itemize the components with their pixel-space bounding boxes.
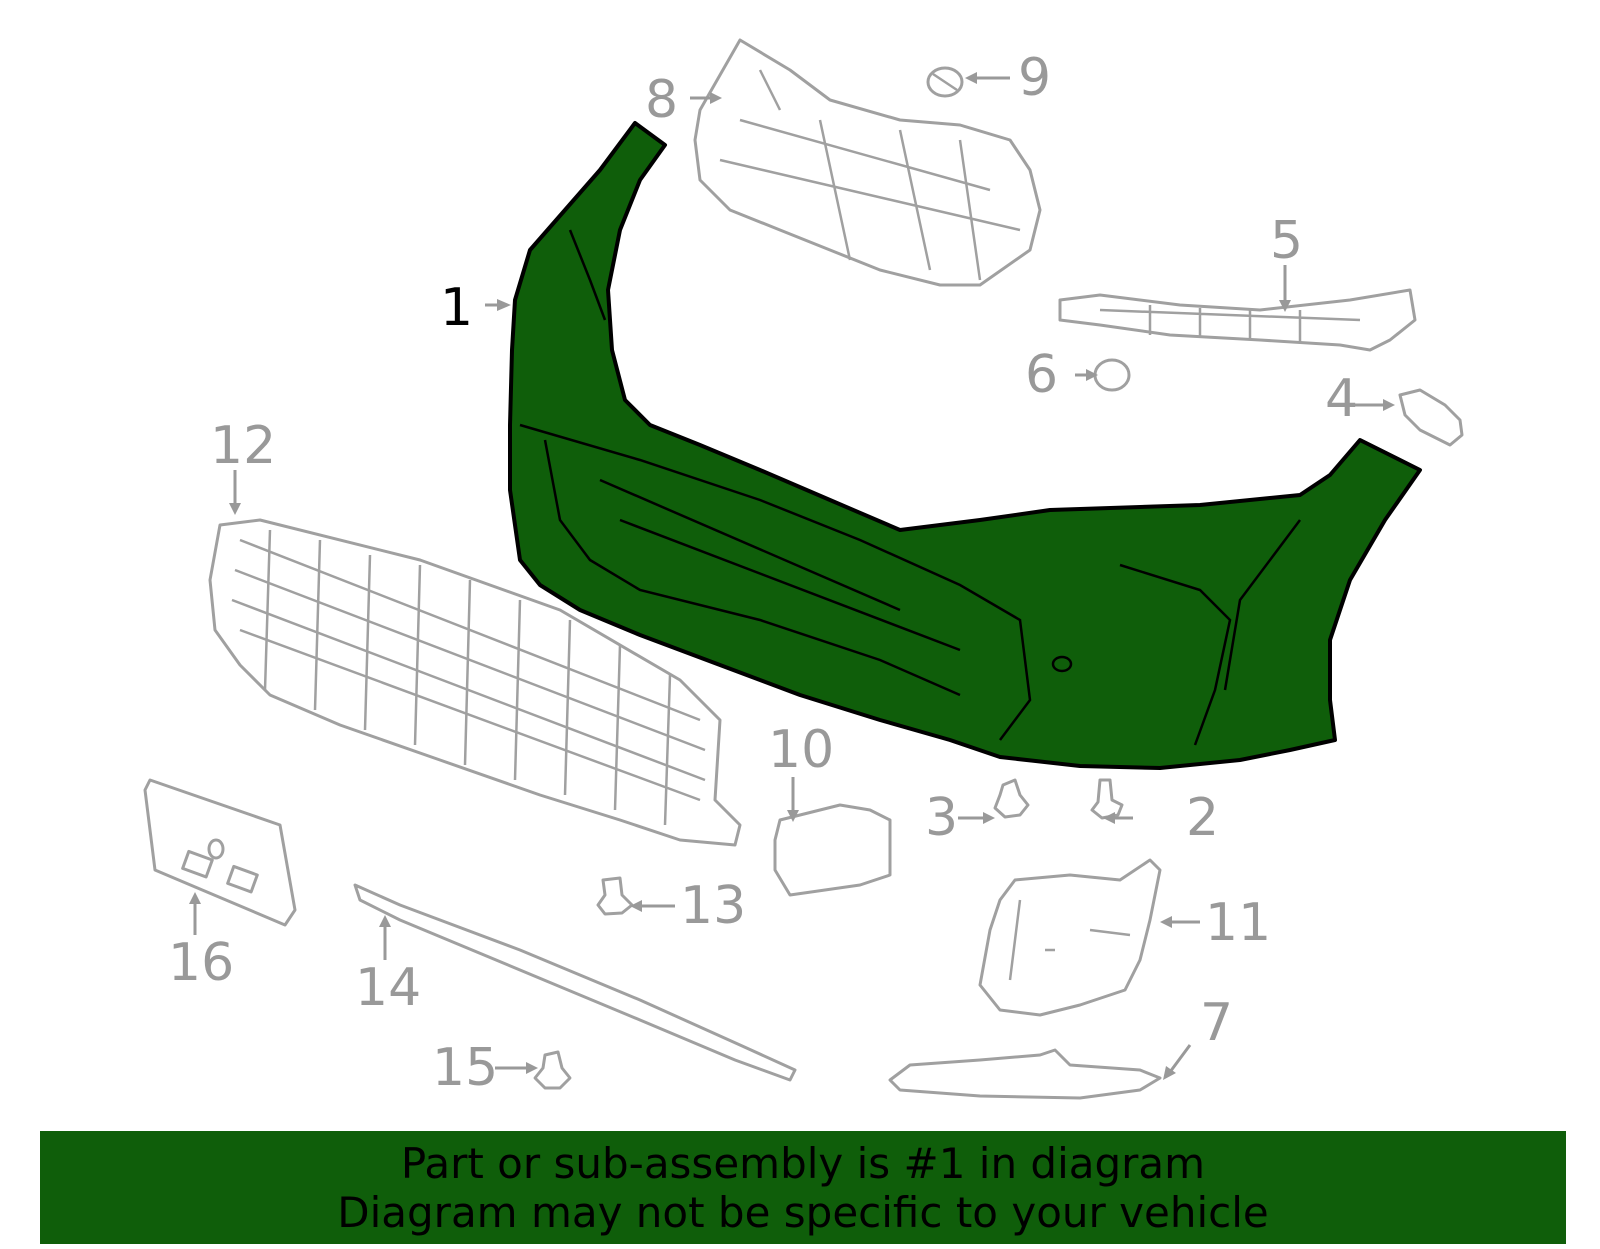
part-11-fog-bracket[interactable] — [978, 858, 1162, 1017]
callout-12: 12 — [210, 416, 276, 476]
callout-14: 14 — [355, 958, 421, 1018]
callout-9: 9 — [1018, 48, 1051, 108]
callout-2: 2 — [1186, 788, 1219, 848]
part-2-bolt[interactable] — [1090, 778, 1124, 820]
banner-line-1: Part or sub-assembly is #1 in diagram — [400, 1139, 1206, 1188]
callout-3: 3 — [925, 788, 958, 848]
part-4-bracket[interactable] — [1398, 388, 1464, 447]
callout-16: 16 — [168, 933, 234, 993]
callout-7: 7 — [1200, 993, 1233, 1053]
part-15-clip[interactable] — [533, 1050, 572, 1090]
part-7-trim[interactable] — [888, 1048, 1162, 1100]
callout-11: 11 — [1205, 893, 1271, 953]
callout-8: 8 — [645, 70, 678, 130]
callout-10: 10 — [768, 720, 834, 780]
banner-line-2: Diagram may not be specific to your vehi… — [337, 1188, 1269, 1237]
part-9-clip[interactable] — [926, 66, 964, 98]
part-10-bracket[interactable] — [773, 803, 892, 897]
callout-4: 4 — [1325, 369, 1358, 429]
part-13-clip[interactable] — [596, 876, 634, 916]
callout-arrows — [189, 72, 1395, 1080]
info-banner: Part or sub-assembly is #1 in diagram Di… — [40, 1131, 1566, 1244]
part-3-clip[interactable] — [993, 778, 1030, 819]
callout-1: 1 — [440, 278, 473, 338]
part-5-reinforcement[interactable] — [1058, 288, 1417, 352]
part-6-clip[interactable] — [1093, 358, 1131, 392]
part-8-bracket[interactable] — [693, 38, 1042, 287]
callout-15: 15 — [432, 1038, 498, 1098]
part-16-license-bracket[interactable] — [143, 778, 297, 927]
part-14-strip[interactable] — [353, 883, 797, 1082]
callout-6: 6 — [1025, 345, 1058, 405]
callout-5: 5 — [1270, 211, 1303, 271]
part-1-bumper-cover[interactable] — [508, 121, 1422, 770]
bumper-cover-shape[interactable] — [508, 121, 1422, 770]
callout-13: 13 — [680, 876, 746, 936]
part-12-grille[interactable] — [208, 518, 742, 847]
